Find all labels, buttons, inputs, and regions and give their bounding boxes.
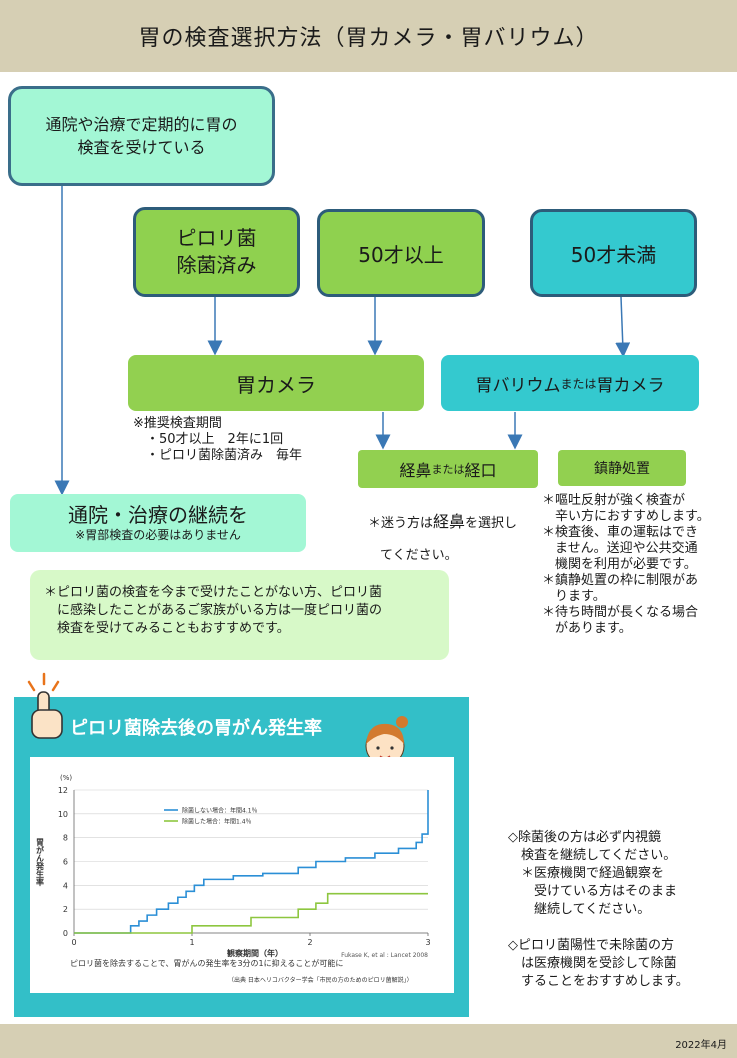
x-tick-label: 2 <box>307 938 312 947</box>
chart-caption: ピロリ菌を除去することで、胃がんの発生率を3分の1に抑えることが可能に <box>70 959 344 968</box>
age-under-50-box: 50才未満 <box>530 209 697 297</box>
page-title: 胃の検査選択方法（胃カメラ・胃バリウム） <box>138 26 599 51</box>
sedation-notes: ＊嘔吐反射が強く検査が 辛い方におすすめします。 ＊検査後、車の運転はでき ませ… <box>542 493 710 636</box>
continue-subtitle: ※胃部検査の必要はありません <box>75 528 241 542</box>
footer-bar <box>0 1024 737 1058</box>
sedation-box: 鎮静処置 <box>558 450 686 486</box>
y-tick-label: 4 <box>63 881 68 890</box>
y-tick-label: 12 <box>58 786 68 795</box>
y-tick-label: 10 <box>58 810 68 819</box>
nasal-or-oral-box: 経鼻または経口 <box>358 450 538 488</box>
barium-or-gastroscope-box: 胃バリウムまたは胃カメラ <box>441 355 699 411</box>
gastroscope-label: 胃カメラ <box>596 375 665 396</box>
x-tick-label: 3 <box>425 938 430 947</box>
x-axis-label: 観察期間（年） <box>227 948 283 958</box>
x-tick-label: 1 <box>189 938 194 947</box>
pointing-hand-icon <box>27 672 63 739</box>
gastroscope-box: 胃カメラ <box>128 355 424 411</box>
legend-label: 除菌しない場合：年間4.1％ <box>182 807 258 815</box>
x-tick-label: 0 <box>71 938 76 947</box>
y-tick-label: 2 <box>63 905 68 914</box>
followup-notes: ◇除菌後の方は必ず内視鏡 検査を継続してください。 ＊医療機関で経過観察を 受け… <box>508 830 689 989</box>
chart-citation: Fukase K, et al : Lancet 2008 <box>341 952 428 959</box>
nasal-note-post: を選択し <box>465 516 518 531</box>
nasal-note-pre: ＊迷う方は <box>368 516 434 531</box>
series-line <box>74 892 428 934</box>
continue-treatment-box: 通院・治療の継続を ※胃部検査の必要はありません <box>10 494 306 552</box>
regular-checkup-box: 通院や治療で定期的に胃の 検査を受けている <box>8 86 275 186</box>
series-line <box>74 790 429 934</box>
nasal-note-line2: てください。 <box>380 548 458 563</box>
y-tick-label: 6 <box>63 858 68 867</box>
pylori-advice-box <box>30 570 449 660</box>
barium-label: 胃バリウム <box>475 375 561 396</box>
header-bar <box>0 0 737 72</box>
issue-date: 2022年4月 <box>675 1040 727 1051</box>
nasal-note-emphasis: 経鼻 <box>433 512 466 531</box>
age-50-plus-box: 50才以上 <box>317 209 485 297</box>
pylori-eradicated-box: ピロリ菌 除菌済み <box>133 207 300 297</box>
y-tick-label: 0 <box>63 929 68 938</box>
oral-label: 経口 <box>464 461 497 480</box>
chart-panel-title: ピロリ菌除去後の胃がん発生率 <box>70 718 322 739</box>
or-label: または <box>431 463 465 476</box>
pylori-advice-text: ＊ピロリ菌の検査を今まで受けたことがない方、ピロリ菌 に感染したことがあるご家族… <box>44 585 383 636</box>
recommended-interval-note: ※推奨検査期間 ・50才以上 2年に1回 ・ピロリ菌除菌済み 毎年 <box>133 416 303 463</box>
legend-label: 除菌した場合：年間1.4％ <box>182 818 252 826</box>
y-tick-label: 8 <box>63 834 68 843</box>
y-axis-label: 胃がん発生率 <box>35 838 45 887</box>
chart-source: （出典 日本ヘリコバクター学会「市民の方のためのピロリ菌解説」） <box>228 977 413 984</box>
nasal-label: 経鼻 <box>399 461 432 480</box>
continue-title: 通院・治療の継続を <box>68 503 248 527</box>
y-unit-label: (%) <box>60 774 72 782</box>
or-label: または <box>560 376 597 391</box>
nasal-note: ＊迷う方は経鼻を選択し てください。 <box>368 498 538 564</box>
